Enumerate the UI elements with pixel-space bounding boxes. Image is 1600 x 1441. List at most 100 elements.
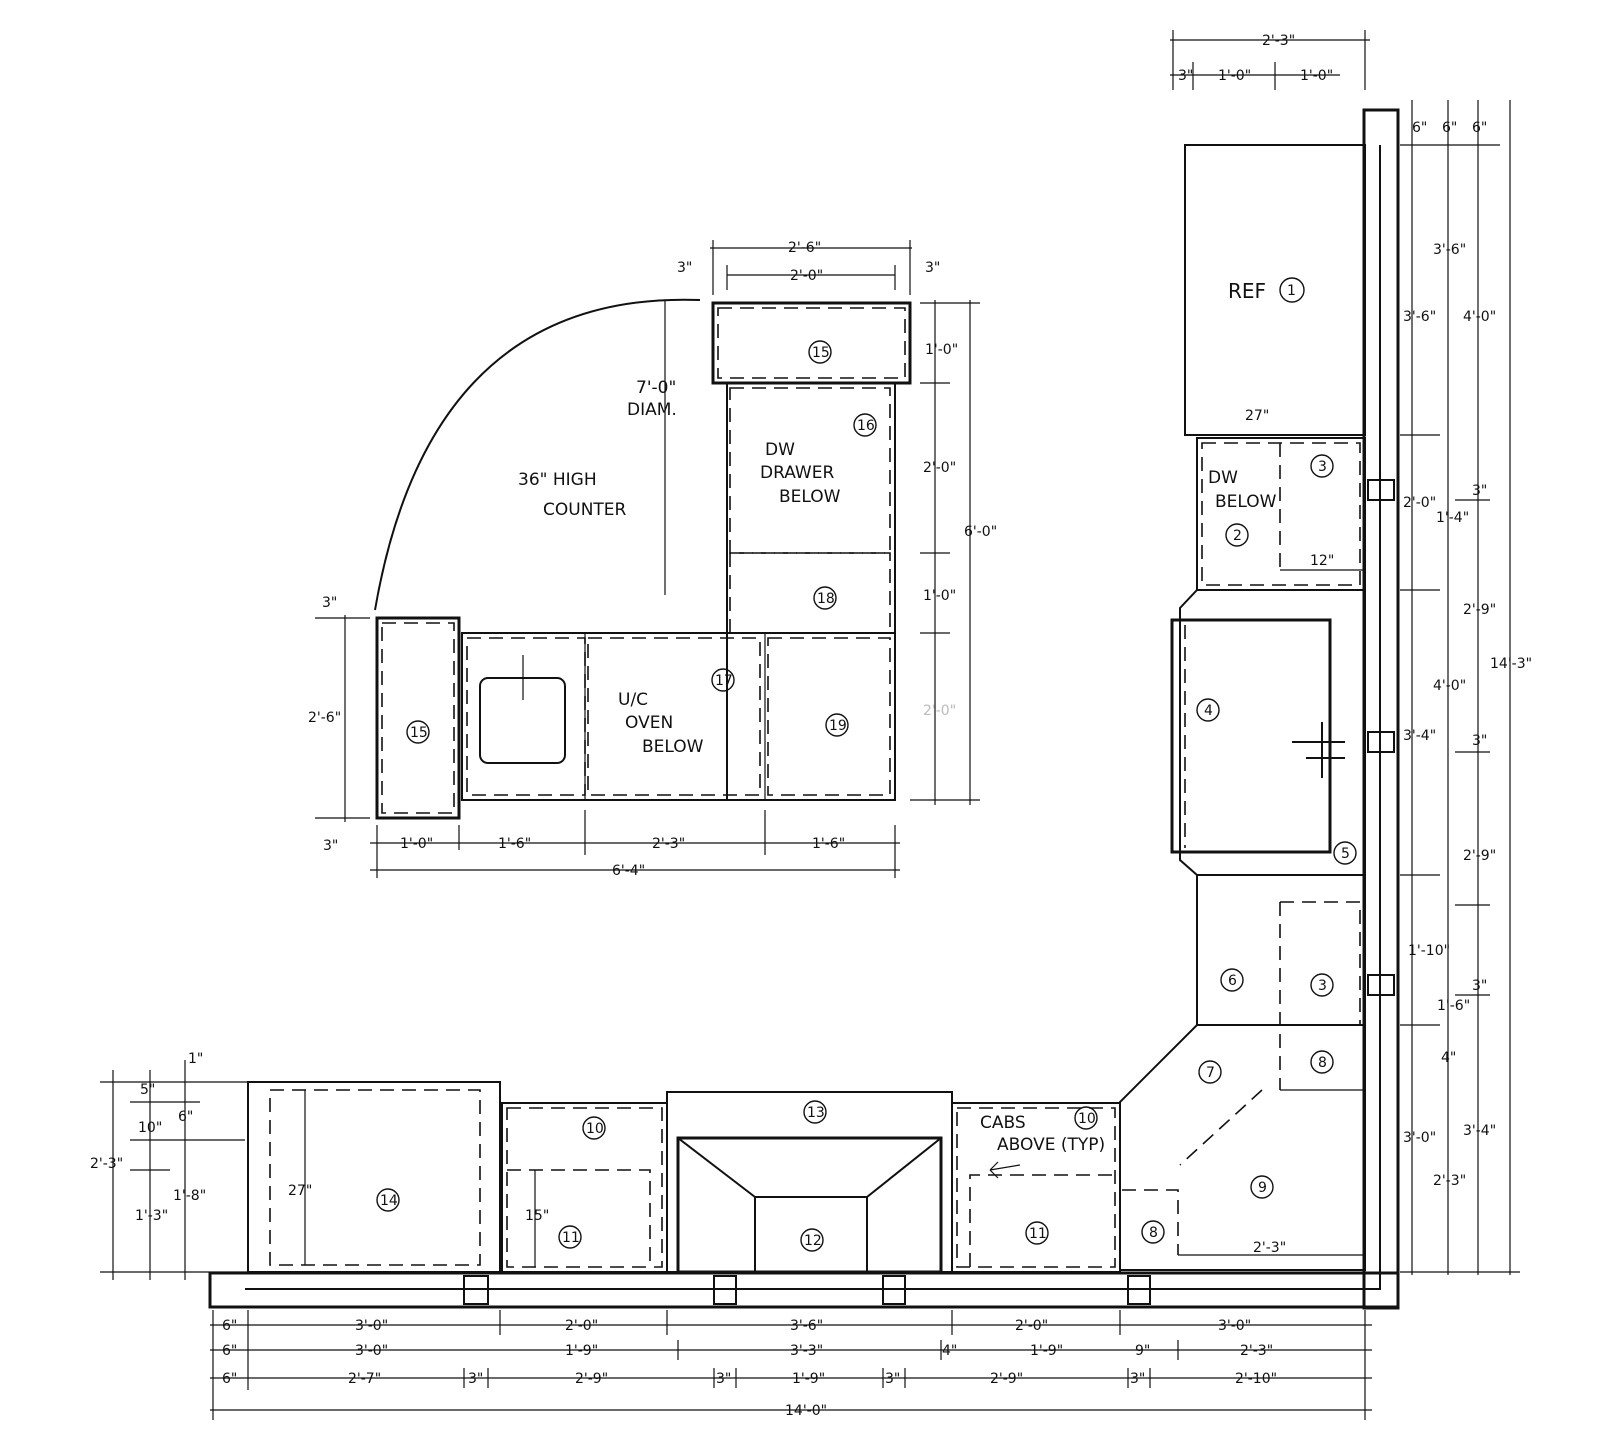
tag-circle <box>1310 1050 1334 1074</box>
tag-9: 9 <box>1258 1180 1267 1196</box>
dim-r3-2-9-b: 2'-9" <box>990 1371 1023 1387</box>
dim-r1-3-0-b: 3'-0" <box>1218 1318 1251 1334</box>
tag-circle <box>1310 973 1334 997</box>
range-12-edge <box>677 1137 756 1198</box>
cabinet-10-11-left <box>501 1102 668 1273</box>
dim-a3: 4'-0" <box>1463 309 1496 325</box>
tag-circle <box>1310 454 1334 478</box>
dim-r3-2-9-a: 2'-9" <box>575 1371 608 1387</box>
tag-circle <box>1196 698 1220 722</box>
tag-2: 2 <box>1233 528 1242 544</box>
tag-circle <box>1333 841 1357 865</box>
dim-r1-6: 6" <box>222 1318 237 1334</box>
tag-15-top: 15 <box>812 345 830 361</box>
tag-circle <box>825 713 849 737</box>
dim-r2-4: 4" <box>942 1343 957 1359</box>
dim-6-in: 6" <box>178 1109 193 1125</box>
tag-circle <box>803 1100 827 1124</box>
dim-island-right-3: 1'-0" <box>923 588 956 604</box>
dim-a1: 3'-6" <box>1433 242 1466 258</box>
dim-island-left-top-3: 3" <box>322 595 337 611</box>
range-appliance <box>1170 618 1332 854</box>
dim-1-8: 1'-8" <box>173 1188 206 1204</box>
dim-r1-3-0-a: 3'-0" <box>355 1318 388 1334</box>
island-cabinet-15-top <box>711 301 912 385</box>
island-cabinet-15-left <box>375 616 461 820</box>
dim-r2-9: 9" <box>1135 1343 1150 1359</box>
tag-circle <box>558 1225 582 1249</box>
dim-b1: 2'-0" <box>1403 495 1436 511</box>
tag-4: 4 <box>1204 703 1213 719</box>
dim-r3-2-7: 2'-7" <box>348 1371 381 1387</box>
note-36-high: 36" HIGH <box>518 470 597 490</box>
dim-e1: 3'-0" <box>1403 1130 1436 1146</box>
dim-d2: 3" <box>1472 978 1487 994</box>
cabinet-11-left-dash <box>507 1169 651 1267</box>
note-oven-below: BELOW <box>642 737 704 757</box>
dim-1-3: 1'-3" <box>135 1208 168 1224</box>
dim-right-top-b: 1'-0" <box>1218 68 1251 84</box>
dim-island-right-overall: 6'-0" <box>964 524 997 540</box>
tag-circle <box>582 1116 606 1140</box>
island-cabinet-15-left-dash <box>381 622 455 814</box>
dim-island-left-bot-3: 3" <box>323 838 338 854</box>
tag-circle <box>813 586 837 610</box>
dim-col-6c: 6" <box>1472 120 1487 136</box>
dim-r3-2-10: 2'-10" <box>1235 1371 1277 1387</box>
note-oven: OVEN <box>625 713 673 733</box>
dim-right-overall: 14'-3" <box>1490 656 1532 672</box>
dw-cabinet <box>1196 437 1366 591</box>
cabinet-10-left-dash <box>506 1107 663 1268</box>
note-above-typ: ABOVE (TYP) <box>997 1135 1105 1155</box>
dim-e2: 3'-4" <box>1463 1123 1496 1139</box>
tag-13: 13 <box>807 1105 825 1121</box>
dim-15-in: 15" <box>525 1208 549 1224</box>
tag-circle <box>1250 1175 1274 1199</box>
cabinet-8-dash <box>1122 1189 1179 1255</box>
dim-c5: 2'-9" <box>1463 848 1496 864</box>
range-12-edge <box>866 1137 942 1198</box>
tag-19: 19 <box>829 718 847 734</box>
dim-island-bottom-3: 2'-3" <box>652 836 685 852</box>
note-drawer: DRAWER <box>760 463 834 483</box>
ref-label: REF <box>1228 279 1266 303</box>
dim-c2: 4'-0" <box>1433 678 1466 694</box>
note-below: BELOW <box>779 487 841 507</box>
dim-right-top-c: 1'-0" <box>1300 68 1333 84</box>
tag-circle <box>1225 523 1249 547</box>
tag-circle <box>1141 1220 1165 1244</box>
bottom-run: 27" 14 15" 10 11 13 12 CABS ABOVE (TYP) … <box>90 1051 1372 1420</box>
range-12 <box>676 1136 943 1274</box>
tag-16: 16 <box>857 418 875 434</box>
dim-d3: 1'-6" <box>1437 998 1470 1014</box>
tag-circle <box>376 1188 400 1212</box>
cabinet-14-dash <box>269 1089 481 1266</box>
note-dw-2: DW <box>1208 468 1238 488</box>
dim-r3-3-d: 3" <box>1130 1371 1145 1387</box>
cabinet-10-right-dash <box>956 1107 1116 1268</box>
dw-cabinet-dash <box>1201 442 1361 586</box>
dim-r2-6: 6" <box>222 1343 237 1359</box>
tag-circle <box>1074 1106 1098 1130</box>
dim-c1: 2'-9" <box>1463 602 1496 618</box>
dim-island-left-overall: 2'-6" <box>308 710 341 726</box>
dim-e3: 2'-3" <box>1433 1173 1466 1189</box>
dim-ref-depth: 27" <box>1245 408 1269 424</box>
tag-circle <box>1025 1221 1049 1245</box>
island-sink-dash <box>466 637 586 796</box>
dim-r2-1-9-b: 1'-9" <box>1030 1343 1063 1359</box>
tag-17: 17 <box>715 673 733 689</box>
island-arc-counter <box>374 298 701 611</box>
note-below-2: BELOW <box>1215 492 1277 512</box>
cabinet-3-dash <box>1279 901 1361 1090</box>
dim-c3: 3'-4" <box>1403 728 1436 744</box>
tag-circle <box>853 413 877 437</box>
dim-5-in: 5" <box>140 1082 155 1098</box>
cabinet-14 <box>247 1081 501 1273</box>
dim-island-bottom-2: 1'-6" <box>498 836 531 852</box>
range-12-inner <box>754 1196 868 1273</box>
corner-diag-dash <box>1179 1089 1263 1166</box>
range-counter <box>1179 589 1366 876</box>
dim-island-top-overall: 2'-6" <box>788 240 821 256</box>
tag-12: 12 <box>804 1233 822 1249</box>
